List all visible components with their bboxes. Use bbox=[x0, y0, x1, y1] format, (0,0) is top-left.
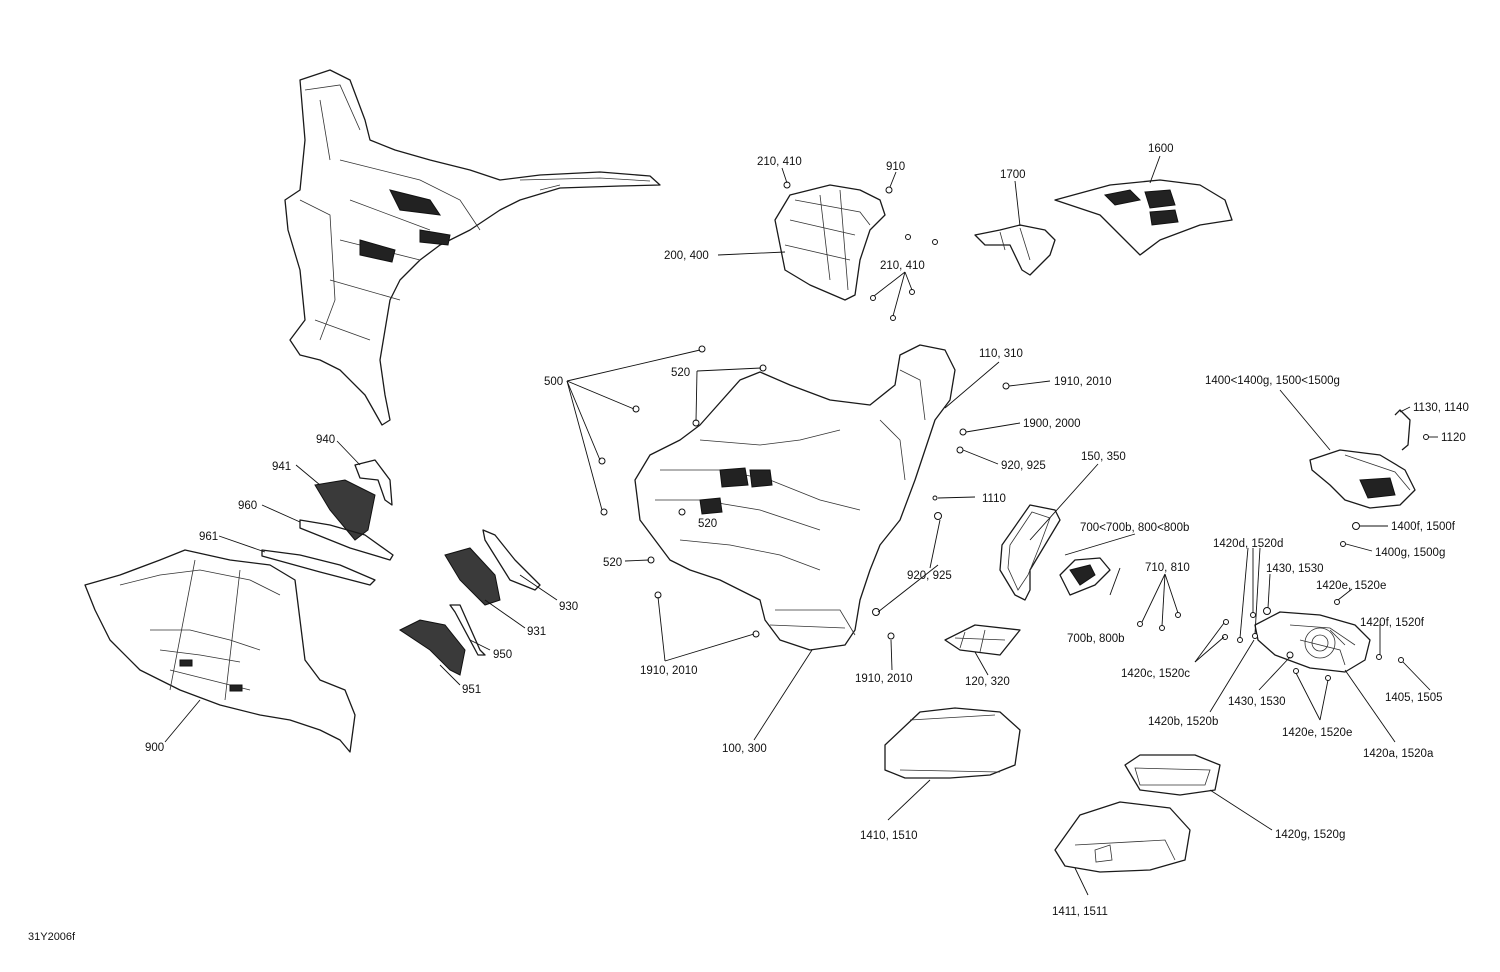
callout-label: 1700 bbox=[1000, 169, 1026, 181]
callout-label: 210, 410 bbox=[880, 260, 925, 272]
air-box-part bbox=[774, 184, 886, 301]
callout-label: 951 bbox=[462, 684, 481, 696]
callout-label: 910 bbox=[886, 161, 905, 173]
grille-parts bbox=[399, 529, 541, 676]
dashboard-900-part bbox=[84, 549, 356, 753]
callout-label: 710, 810 bbox=[1145, 562, 1190, 574]
callout-label: 1420c, 1520c bbox=[1121, 668, 1190, 680]
callout-label: 950 bbox=[493, 649, 512, 661]
callout-label: 700<700b, 800<800b bbox=[1080, 522, 1189, 534]
callout-label: 120, 320 bbox=[965, 676, 1010, 688]
callout-label: 1400f, 1500f bbox=[1391, 521, 1456, 533]
callout-label: 1910, 2010 bbox=[1054, 376, 1112, 388]
duct-1700-part bbox=[974, 224, 1056, 276]
callout-label: 1420b, 1520b bbox=[1148, 716, 1218, 728]
callout-label: 1130, 1140 bbox=[1413, 402, 1469, 414]
callout-label: 520 bbox=[698, 518, 717, 530]
callout-label: 520 bbox=[671, 367, 690, 379]
callout-label: 1600 bbox=[1148, 143, 1174, 155]
callout-label: 210, 410 bbox=[757, 156, 802, 168]
callout-label: 1900, 2000 bbox=[1023, 418, 1081, 430]
callout-label: 1430, 1530 bbox=[1228, 696, 1286, 708]
callout-label: 1420d, 1520d bbox=[1213, 538, 1283, 550]
callout-label: 1400g, 1500g bbox=[1375, 547, 1445, 559]
callout-label: 150, 350 bbox=[1081, 451, 1126, 463]
light-module-700-part bbox=[1059, 557, 1111, 596]
top-cover-1600-part bbox=[1054, 179, 1233, 256]
reflector-1420-part bbox=[1254, 611, 1371, 673]
callout-label: 500 bbox=[544, 376, 563, 388]
callout-label: 520 bbox=[603, 557, 622, 569]
callout-label: 1411, 1511 bbox=[1052, 906, 1108, 918]
callout-label: 1910, 2010 bbox=[640, 665, 698, 677]
callout-labels: 210, 410 910 1700 1600 200, 400 210, 410… bbox=[145, 143, 1469, 918]
callout-label: 1420e, 1520e bbox=[1282, 727, 1352, 739]
callout-label: 1420a, 1520a bbox=[1363, 748, 1434, 760]
fasteners bbox=[598, 181, 1429, 681]
drawing-code: 31Y2006f bbox=[28, 931, 76, 943]
callout-label: 1110 bbox=[982, 493, 1006, 505]
callout-label: 700b, 800b bbox=[1067, 633, 1125, 645]
callout-label: 1420f, 1520f bbox=[1360, 617, 1425, 629]
plate-120-part bbox=[944, 624, 1021, 656]
callout-label: 1405, 1505 bbox=[1385, 692, 1443, 704]
callout-label: 1410, 1510 bbox=[860, 830, 918, 842]
callout-label: 931 bbox=[527, 626, 546, 638]
callout-label: 1420g, 1520g bbox=[1275, 829, 1345, 841]
callout-label: 940 bbox=[316, 434, 335, 446]
callout-label: 960 bbox=[238, 500, 257, 512]
callout-label: 961 bbox=[199, 531, 218, 543]
callout-label: 920, 925 bbox=[907, 570, 952, 582]
callout-label: 100, 300 bbox=[722, 743, 767, 755]
callout-label: 1400<1400g, 1500<1500g bbox=[1205, 375, 1340, 387]
callout-label: 110, 310 bbox=[979, 348, 1023, 360]
lens-1411-part bbox=[1054, 801, 1191, 873]
gasket-150-part bbox=[999, 504, 1061, 601]
trim-parts-left bbox=[261, 459, 394, 586]
callout-label: 930 bbox=[559, 601, 578, 613]
headlight-housing-1400-part bbox=[1309, 409, 1416, 509]
callout-label: 900 bbox=[145, 742, 164, 754]
callout-label: 1120 bbox=[1441, 432, 1466, 444]
lamp-1420g-part bbox=[1124, 754, 1221, 796]
callout-label: 200, 400 bbox=[664, 250, 709, 262]
callout-label: 1420e, 1520e bbox=[1316, 580, 1386, 592]
callout-label: 1910, 2010 bbox=[855, 673, 913, 685]
callout-label: 941 bbox=[272, 461, 291, 473]
callout-label: 1430, 1530 bbox=[1266, 563, 1324, 575]
callout-label: 920, 925 bbox=[1001, 460, 1046, 472]
central-body-part bbox=[634, 344, 956, 651]
lens-1410-part bbox=[884, 707, 1021, 779]
upper-frame-part bbox=[284, 69, 661, 426]
leader-lines bbox=[164, 155, 1438, 896]
